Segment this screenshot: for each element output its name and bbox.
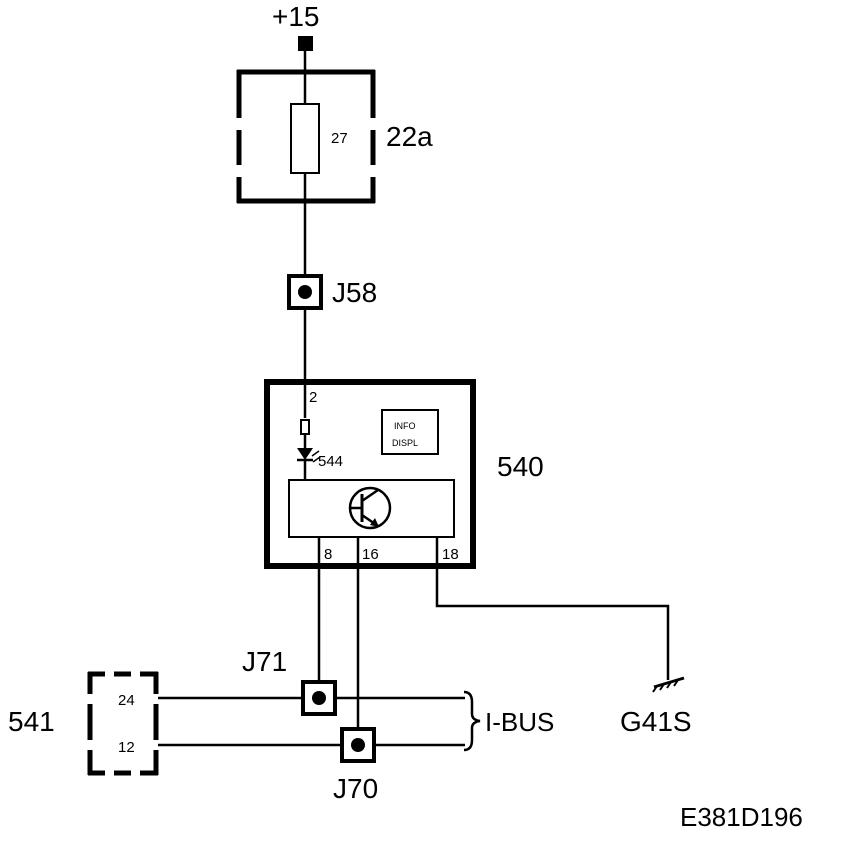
module-540-pin-2: 2 (309, 389, 317, 406)
module-540-pin-18: 18 (442, 546, 459, 563)
module-541-pin-12: 12 (118, 739, 135, 756)
junction-j70-label: J70 (333, 773, 378, 804)
led-ray-2 (312, 456, 321, 463)
supply-terminal (298, 36, 313, 51)
ibus-brace (463, 690, 481, 752)
junction-j71-label: J71 (242, 646, 287, 677)
module-540-label: 540 (497, 451, 544, 482)
figure-id: E381D196 (680, 802, 803, 832)
info-display-box (381, 409, 439, 455)
module-541-pin-24: 24 (118, 692, 135, 709)
module-541-label: 541 (8, 706, 55, 737)
transistor-icon (348, 486, 392, 530)
led-resistor (300, 419, 310, 435)
junction-j58-dot (298, 285, 312, 299)
ground-icon (652, 676, 685, 693)
info-display-line1: INFO (394, 421, 416, 431)
info-display-line2: DISPL (392, 438, 418, 448)
led-544-icon (297, 448, 313, 460)
ground-label: G41S (620, 706, 692, 737)
junction-j58-label: J58 (332, 277, 377, 308)
ibus-label: I-BUS (485, 707, 554, 737)
wire-pin18-to-ground (435, 566, 670, 680)
module-540-pin-16: 16 (362, 546, 379, 563)
fuse-element (290, 103, 320, 174)
junction-j71 (301, 680, 337, 716)
fuse-box-22a (236, 69, 376, 204)
junction-j71-dot (312, 691, 326, 705)
junction-j70-dot (351, 738, 365, 752)
led-ray-1 (311, 450, 320, 457)
module-540-pin-8: 8 (324, 546, 332, 563)
module-541-box (87, 671, 159, 776)
fuse-box-label: 22a (386, 121, 433, 152)
led-544-label: 544 (318, 453, 343, 470)
fuse-number: 27 (331, 130, 348, 147)
module-540-box (264, 379, 476, 569)
supply-label: +15 (272, 1, 320, 32)
